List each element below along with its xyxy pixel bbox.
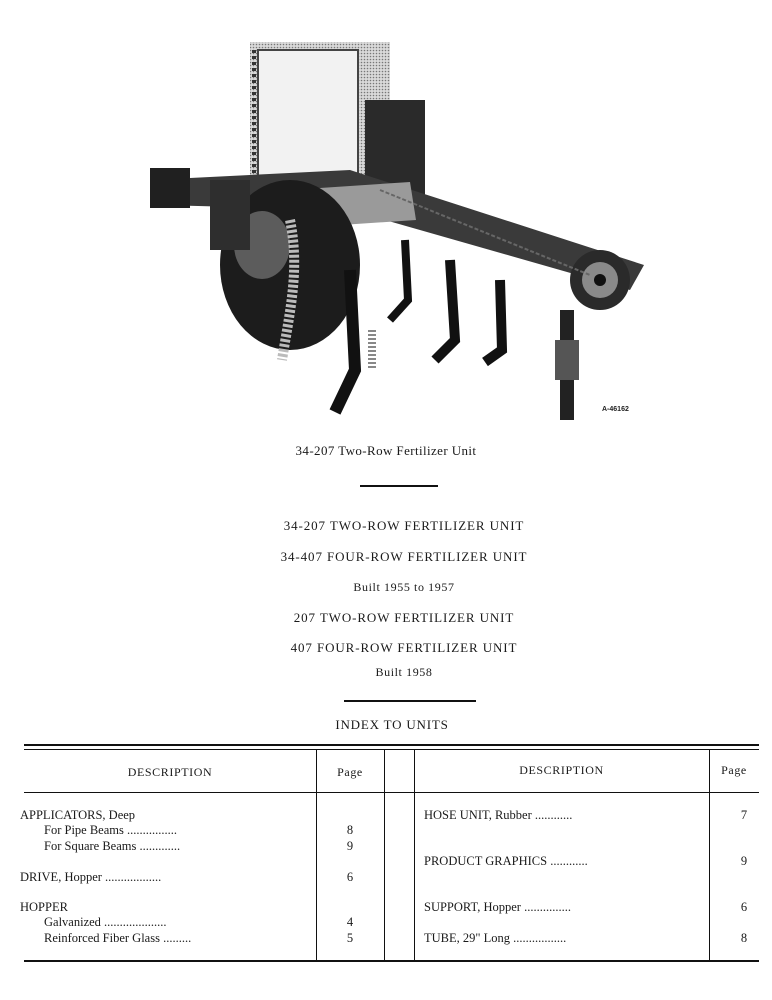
photo-caption: 34-207 Two-Row Fertilizer Unit — [295, 443, 477, 458]
title-line-5: 407 FOUR-ROW FERTILIZER UNIT — [290, 640, 518, 655]
divider-rule-bottom — [344, 700, 476, 702]
list-item: TUBE, 29" Long ................. — [424, 931, 567, 945]
index-table: DESCRIPTION Page DESCRIPTION Page APPLIC… — [20, 744, 759, 962]
list-item: HOPPER — [20, 900, 68, 914]
list-item: SUPPORT, Hopper ............... — [424, 900, 571, 914]
page-number: 8 — [740, 931, 748, 945]
header-description-right: DESCRIPTION — [519, 763, 604, 777]
page-number: 7 — [740, 808, 748, 822]
header-description-left: DESCRIPTION — [127, 765, 213, 779]
title-line-3: Built 1955 to 1957 — [353, 580, 455, 594]
page-number: 9 — [740, 854, 748, 868]
list-item: PRODUCT GRAPHICS ............ — [424, 854, 588, 868]
fertilizer-unit-photo — [150, 40, 648, 422]
header-page-right: Page — [721, 763, 747, 777]
title-line-4: 207 TWO-ROW FERTILIZER UNIT — [293, 610, 515, 625]
photo-code: A-46162 — [602, 406, 629, 413]
list-item: Reinforced Fiber Glass ......... — [44, 931, 192, 945]
list-item: For Pipe Beams ................ — [44, 823, 177, 837]
title-line-6: Built 1958 — [375, 665, 433, 679]
list-item: DRIVE, Hopper .................. — [20, 870, 162, 884]
list-item: HOSE UNIT, Rubber ............ — [424, 808, 573, 822]
title-line-1: 34-207 TWO-ROW FERTILIZER UNIT — [283, 518, 525, 533]
list-item: Galvanized .................... — [44, 915, 167, 929]
page-number: 8 — [346, 823, 354, 837]
index-title: INDEX TO UNITS — [335, 717, 449, 732]
page-number: 5 — [346, 931, 354, 945]
page-number: 6 — [740, 900, 748, 914]
header-page-left: Page — [337, 765, 363, 779]
divider-rule-top — [360, 485, 438, 487]
page-number: 4 — [346, 915, 354, 929]
page-number: 6 — [346, 870, 354, 884]
page-number: 9 — [346, 839, 354, 853]
list-item: APPLICATORS, Deep — [20, 808, 136, 822]
title-line-2: 34-407 FOUR-ROW FERTILIZER UNIT — [280, 549, 528, 564]
list-item: For Square Beams ............. — [44, 839, 181, 853]
